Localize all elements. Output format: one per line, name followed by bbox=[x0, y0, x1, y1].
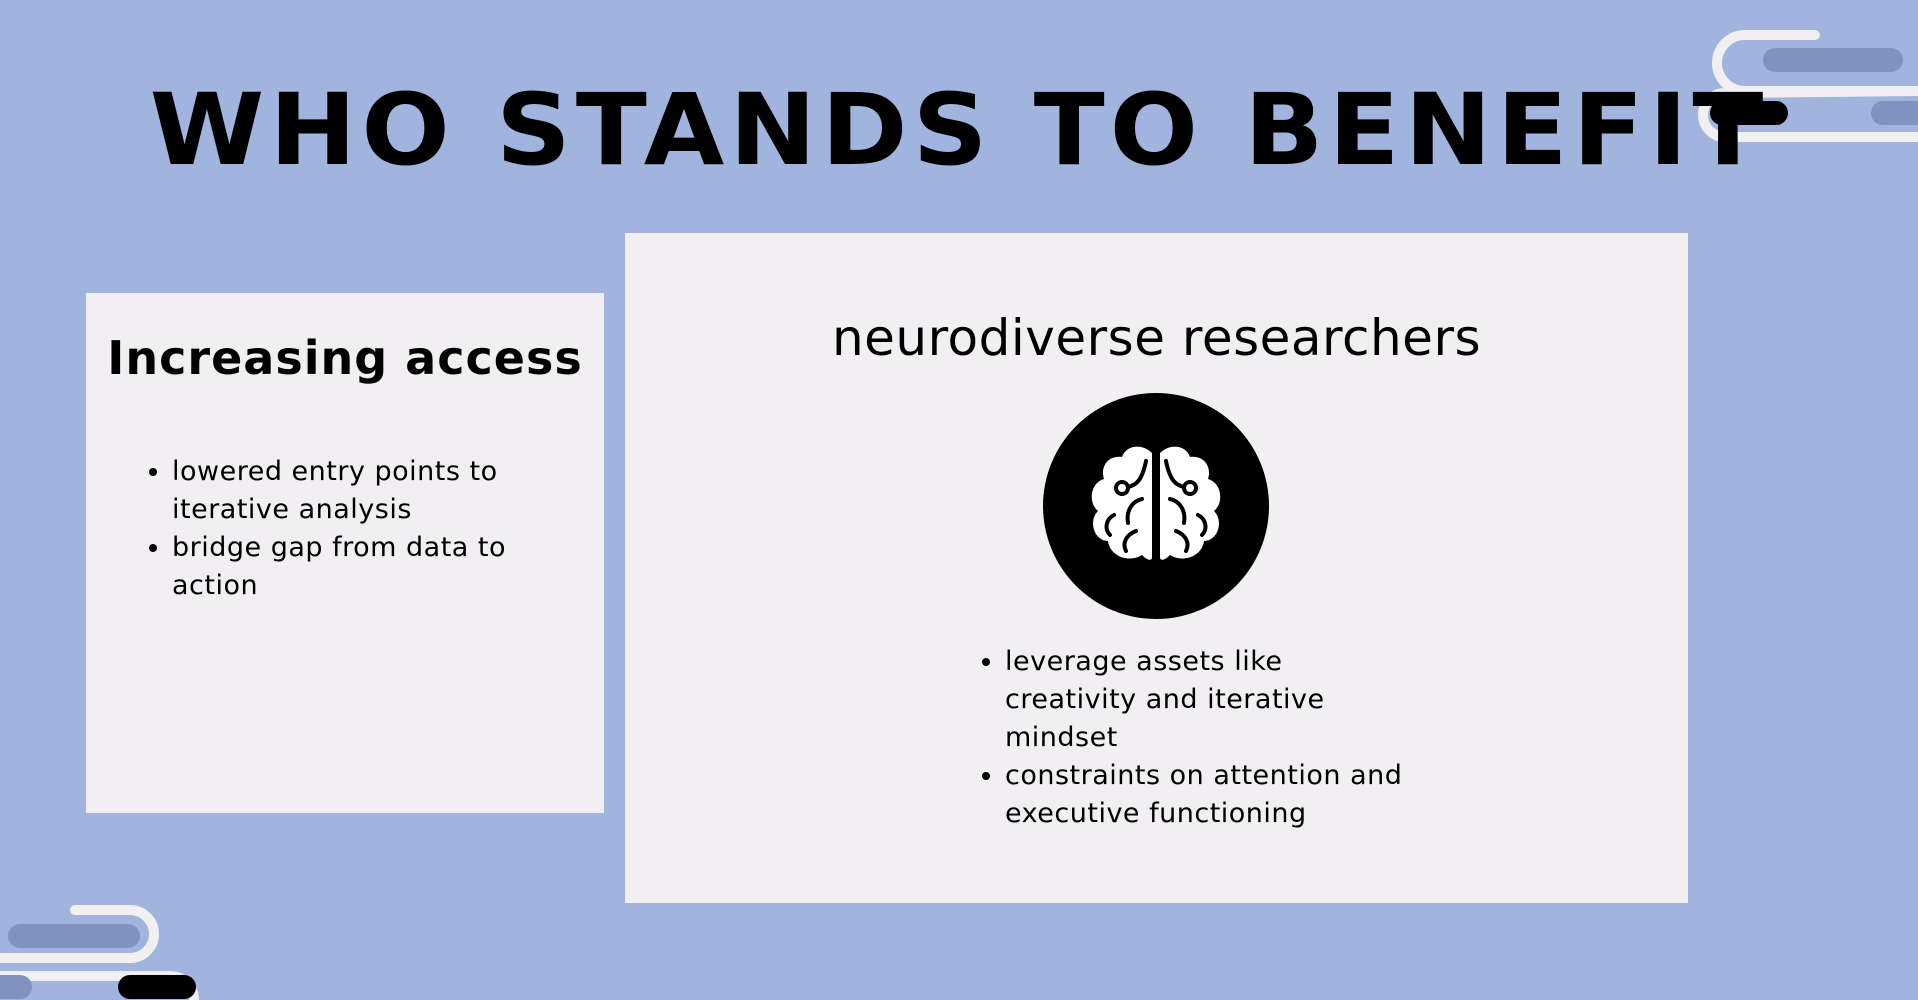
decorative-squiggle-top-right bbox=[1698, 30, 1918, 142]
list-item: lowered entry points to iterative analys… bbox=[172, 453, 592, 529]
slide-title: WHO STANDS TO BENEFIT bbox=[149, 72, 1769, 188]
decorative-squiggle-bottom-left bbox=[0, 905, 199, 1000]
brain-icon bbox=[1091, 446, 1221, 560]
card-heading: neurodiverse researchers bbox=[831, 309, 1482, 367]
list-item: constraints on attention and executive f… bbox=[1005, 757, 1415, 833]
neurodiverse-researchers-card: neurodiverse researchers leverage assets… bbox=[625, 233, 1688, 903]
increasing-access-card: Increasing access lowered entry points t… bbox=[86, 293, 604, 813]
bullet-list: leverage assets like creativity and iter… bbox=[975, 643, 1415, 833]
brain-icon-badge bbox=[1043, 393, 1269, 619]
list-item: bridge gap from data to action bbox=[172, 529, 592, 605]
bullet-list: lowered entry points to iterative analys… bbox=[142, 453, 592, 605]
list-item: leverage assets like creativity and iter… bbox=[1005, 643, 1415, 757]
card-heading: Increasing access bbox=[107, 331, 583, 385]
